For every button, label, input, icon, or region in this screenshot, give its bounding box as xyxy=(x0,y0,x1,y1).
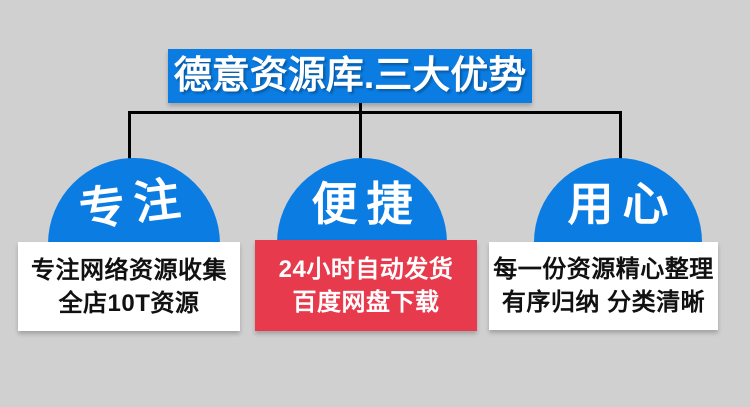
advantage-box-focus-line1: 专注网络资源收集 xyxy=(31,256,227,284)
advantage-box-care: 每一份资源精心整理 有序归纳 分类清晰 xyxy=(489,242,718,330)
connector-horizontal xyxy=(128,111,622,114)
connector-left-vertical xyxy=(128,111,131,160)
advantage-box-convenient-line2: 百度网盘下载 xyxy=(292,288,440,316)
connector-right-vertical xyxy=(619,111,622,160)
advantage-box-care-line2: 有序归纳 分类清晰 xyxy=(501,289,706,316)
connector-center-vertical xyxy=(359,100,362,160)
advantage-circle-convenient-label: 便捷 xyxy=(311,178,422,230)
title-banner: 德意资源库.三大优势 xyxy=(168,49,532,103)
advantage-box-convenient: 24小时自动发货 百度网盘下载 xyxy=(255,240,477,331)
page-title: 德意资源库.三大优势 xyxy=(173,55,527,97)
advantage-box-focus: 专注网络资源收集 全店10T资源 xyxy=(18,242,240,331)
advantage-box-focus-line2: 全店10T资源 xyxy=(58,289,200,317)
advantage-circle-care-label: 用心 xyxy=(567,178,678,230)
advantage-box-care-line1: 每一份资源精心整理 xyxy=(493,256,714,283)
advantage-box-convenient-line1: 24小时自动发货 xyxy=(278,255,454,283)
